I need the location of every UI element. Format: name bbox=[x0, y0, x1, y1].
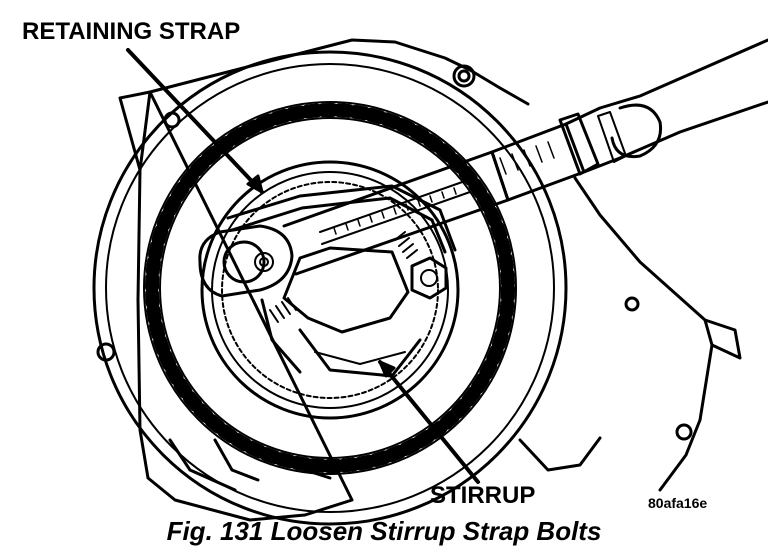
ring-gear bbox=[145, 103, 515, 473]
bolt-hole bbox=[452, 64, 476, 88]
bolt-hole bbox=[624, 296, 640, 312]
wrench-head bbox=[198, 224, 294, 298]
outer-ring bbox=[92, 50, 568, 526]
stirrup-leader bbox=[378, 360, 480, 484]
bearing-ring bbox=[200, 160, 460, 420]
retaining-strap-leader bbox=[126, 48, 264, 194]
stirrup-label: STIRRUP bbox=[430, 482, 536, 509]
wrench-barrel bbox=[490, 122, 586, 202]
wrench-handle bbox=[564, 38, 768, 126]
bolt-hole bbox=[675, 423, 693, 441]
hand-outline bbox=[610, 103, 663, 159]
figure-caption: Fig. 131 Loosen Stirrup Strap Bolts bbox=[166, 516, 602, 546]
stirrup-shape bbox=[282, 246, 410, 334]
retaining-strap-label: RETAINING STRAP bbox=[22, 18, 241, 45]
strap-bolt bbox=[410, 256, 448, 300]
figure-id: 80afa16e bbox=[648, 495, 708, 511]
